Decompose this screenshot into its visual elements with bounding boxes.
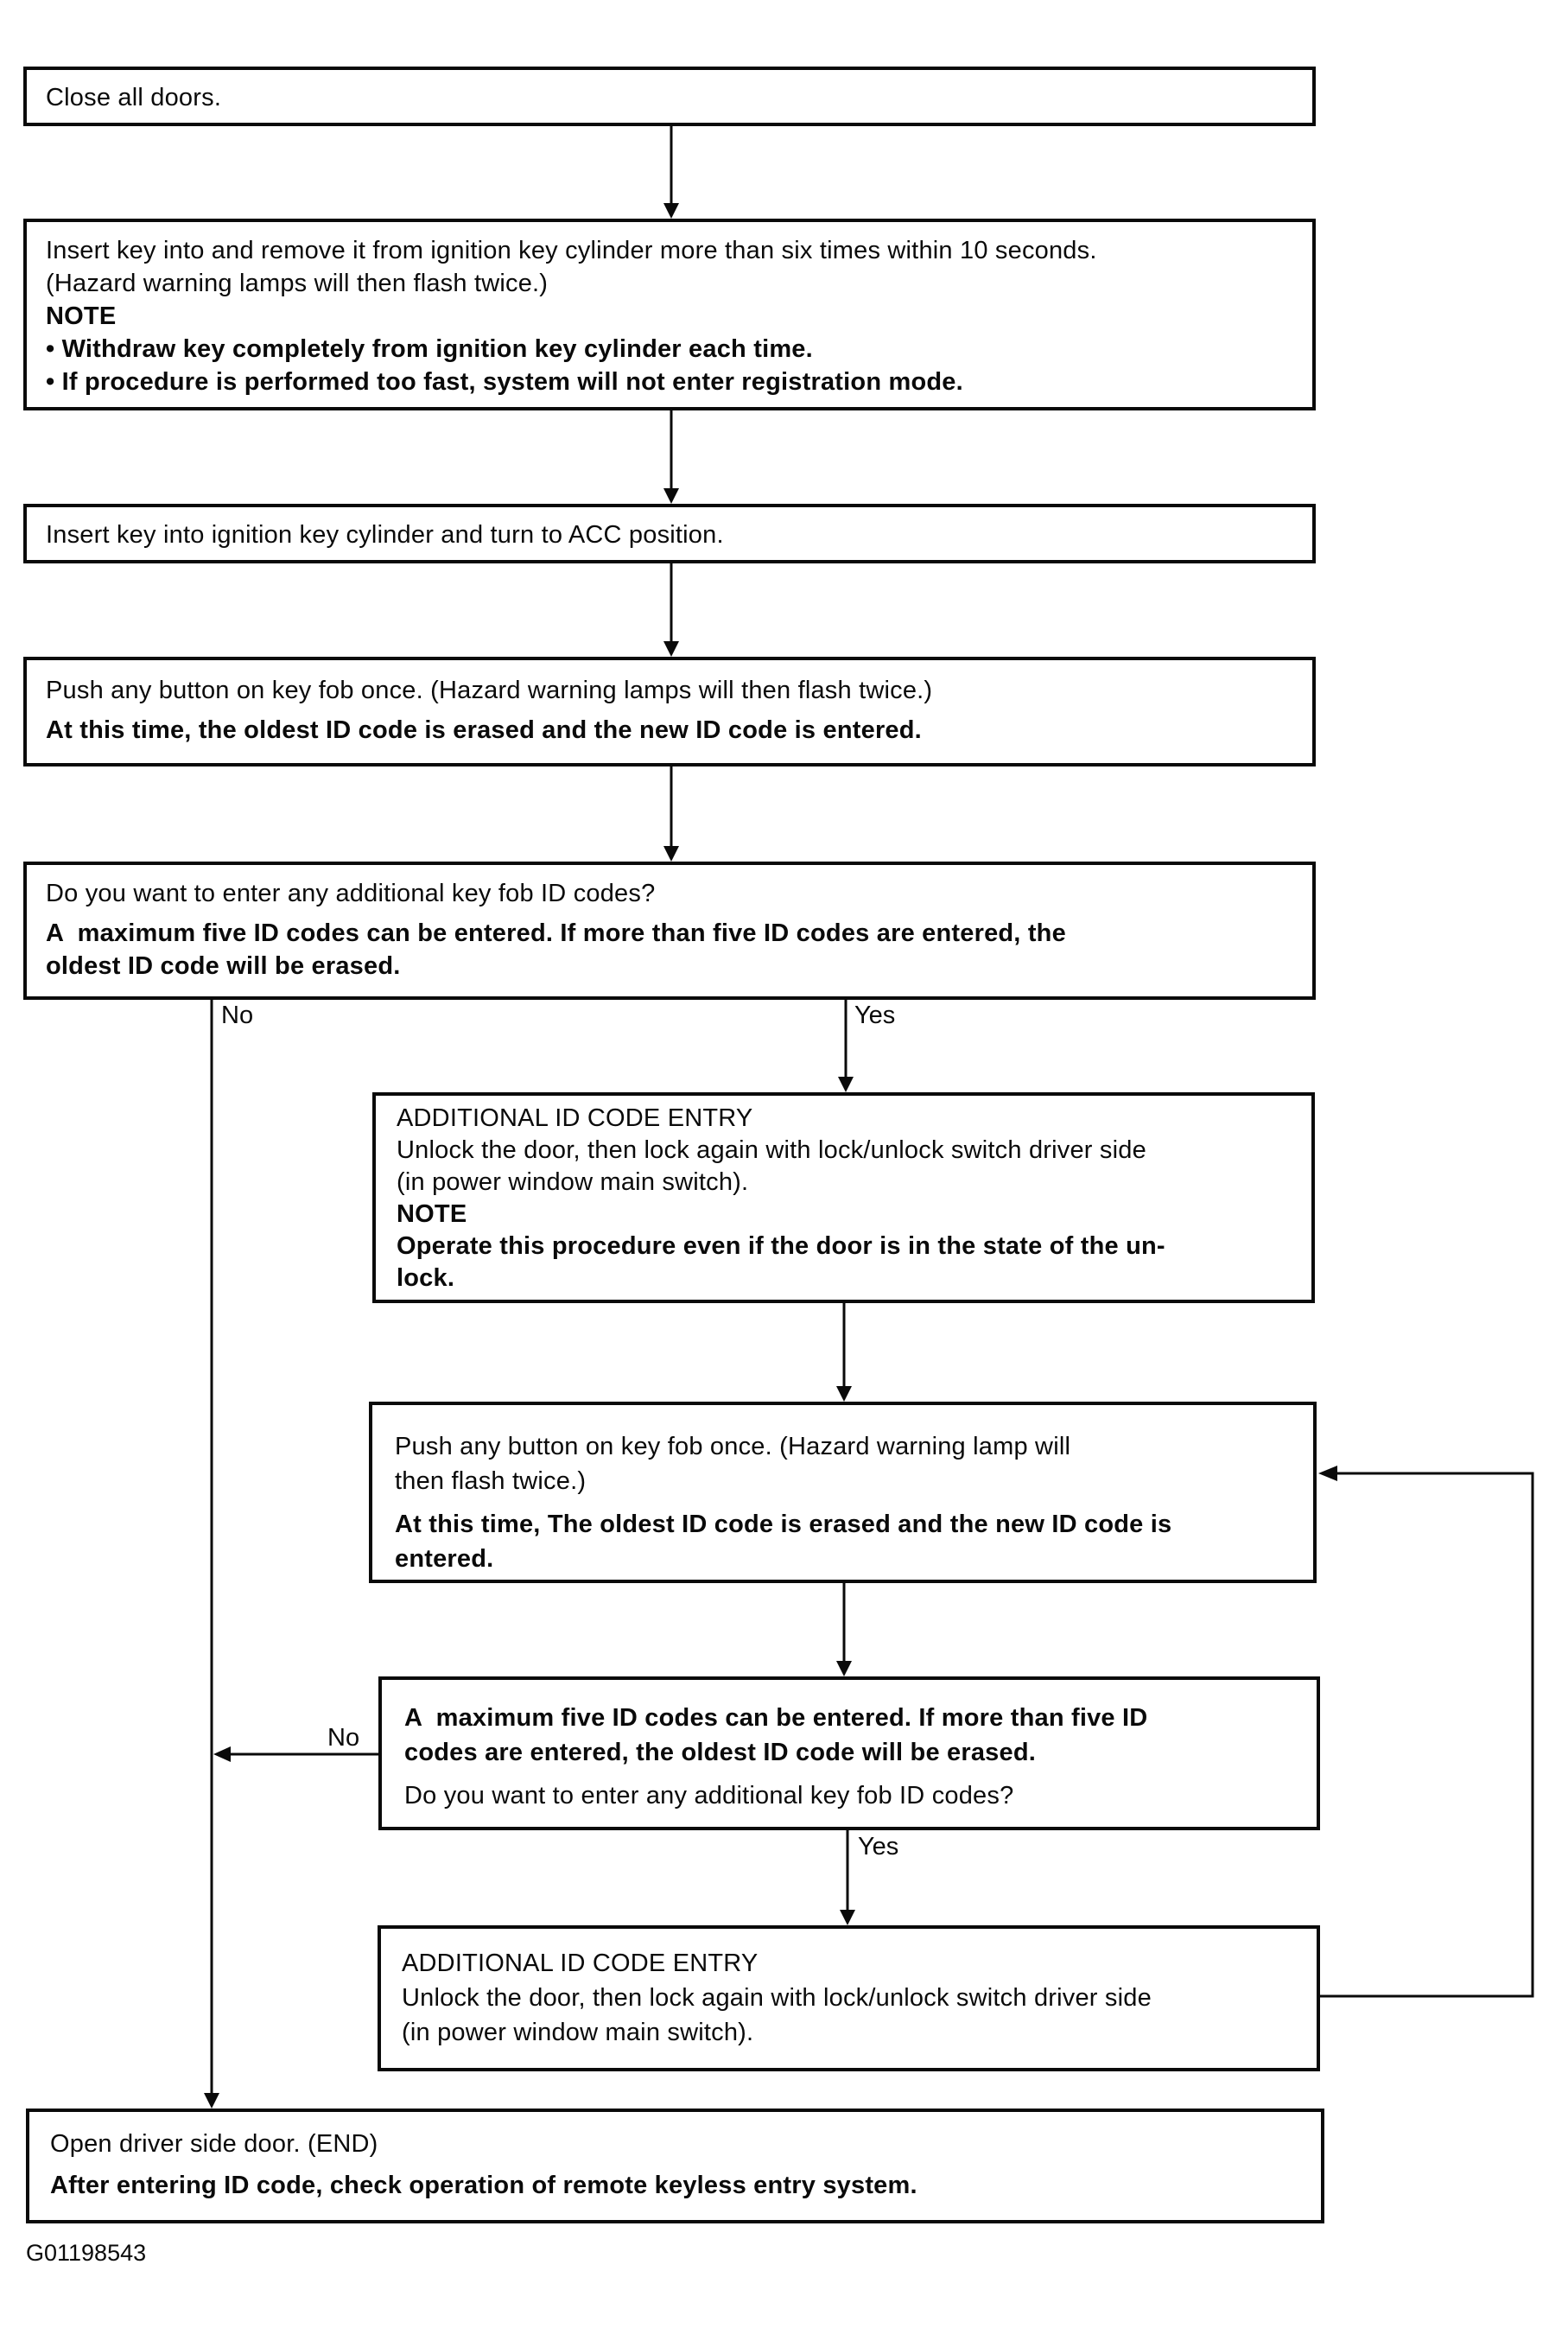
text-line: After entering ID code, check operation … bbox=[50, 2172, 917, 2199]
text-line: (in power window main switch). bbox=[402, 2019, 754, 2046]
note-heading: NOTE bbox=[46, 302, 117, 330]
text-line: lock. bbox=[397, 1264, 455, 1292]
text-line: entered. bbox=[395, 1545, 494, 1573]
flow-box-close-doors: Close all doors. bbox=[23, 67, 1316, 126]
arrow-acc-to-push bbox=[663, 563, 679, 657]
text-line: Unlock the door, then lock again with lo… bbox=[397, 1136, 1146, 1164]
flow-box-additional-id-entry-2: ADDITIONAL ID CODE ENTRY Unlock the door… bbox=[378, 1925, 1320, 2071]
arrow-close-to-insert bbox=[663, 126, 679, 219]
text-line: (Hazard warning lamps will then flash tw… bbox=[46, 270, 549, 297]
box-title: ADDITIONAL ID CODE ENTRY bbox=[397, 1104, 753, 1132]
text-line: A maximum five ID codes can be entered. … bbox=[404, 1704, 1148, 1732]
text-line: Push any button on key fob once. (Hazard… bbox=[395, 1433, 1071, 1460]
text-line: Open driver side door. (END) bbox=[50, 2130, 378, 2158]
note-bullet: • If procedure is performed too fast, sy… bbox=[46, 368, 963, 396]
arrow-push-2-to-max-five bbox=[836, 1583, 852, 1676]
loop-back-to-push-2 bbox=[1318, 1466, 1534, 1998]
flow-box-push-button-2: Push any button on key fob once. (Hazard… bbox=[369, 1402, 1317, 1583]
text-line: (in power window main switch). bbox=[397, 1168, 749, 1196]
edge-label-no-1: No bbox=[219, 1002, 257, 1028]
flow-box-additional-question: Do you want to enter any additional key … bbox=[23, 862, 1316, 1000]
flow-box-insert-remove-key: Insert key into and remove it from ignit… bbox=[23, 219, 1316, 410]
edge-label-yes-2: Yes bbox=[855, 1834, 902, 1860]
text-line: oldest ID code will be erased. bbox=[46, 952, 401, 980]
text-line: Do you want to enter any additional key … bbox=[46, 880, 656, 907]
note-bullet: • Withdraw key completely from ignition … bbox=[46, 335, 813, 363]
figure-id: G01198543 bbox=[26, 2240, 147, 2266]
text-line: At this time, the oldest ID code is eras… bbox=[46, 716, 922, 744]
text-line: Insert key into ignition key cylinder an… bbox=[46, 521, 724, 549]
text-line: then flash twice.) bbox=[395, 1467, 587, 1495]
flow-box-insert-key-acc: Insert key into ignition key cylinder an… bbox=[23, 504, 1316, 563]
flow-box-max-five-codes: A maximum five ID codes can be entered. … bbox=[378, 1676, 1320, 1830]
text-line: Operate this procedure even if the door … bbox=[397, 1232, 1165, 1260]
note-heading: NOTE bbox=[397, 1200, 467, 1228]
arrow-no-branch-to-end bbox=[204, 1000, 219, 2109]
text-line: At this time, The oldest ID code is eras… bbox=[395, 1511, 1172, 1538]
text-line: codes are entered, the oldest ID code wi… bbox=[404, 1739, 1037, 1766]
text-line: Unlock the door, then lock again with lo… bbox=[402, 1984, 1152, 2012]
flow-box-open-door-end: Open driver side door. (END) After enter… bbox=[26, 2109, 1324, 2223]
text-line: A maximum five ID codes can be entered. … bbox=[46, 919, 1066, 947]
arrow-additional-entry-1-to-push-2 bbox=[836, 1303, 852, 1402]
edge-label-yes-1: Yes bbox=[852, 1002, 898, 1028]
text-line: Close all doors. bbox=[46, 84, 222, 111]
arrow-push-to-question bbox=[663, 766, 679, 862]
text-line: Push any button on key fob once. (Hazard… bbox=[46, 677, 933, 704]
arrow-yes-to-additional-entry-2 bbox=[840, 1830, 855, 1925]
edge-label-no-2: No bbox=[325, 1725, 363, 1751]
flow-box-additional-id-entry-1: ADDITIONAL ID CODE ENTRY Unlock the door… bbox=[372, 1092, 1315, 1303]
flow-box-push-button: Push any button on key fob once. (Hazard… bbox=[23, 657, 1316, 766]
text-line: Do you want to enter any additional key … bbox=[404, 1782, 1014, 1810]
box-title: ADDITIONAL ID CODE ENTRY bbox=[402, 1950, 759, 1977]
text-line: Insert key into and remove it from ignit… bbox=[46, 237, 1097, 264]
arrow-insert-to-acc bbox=[663, 410, 679, 504]
